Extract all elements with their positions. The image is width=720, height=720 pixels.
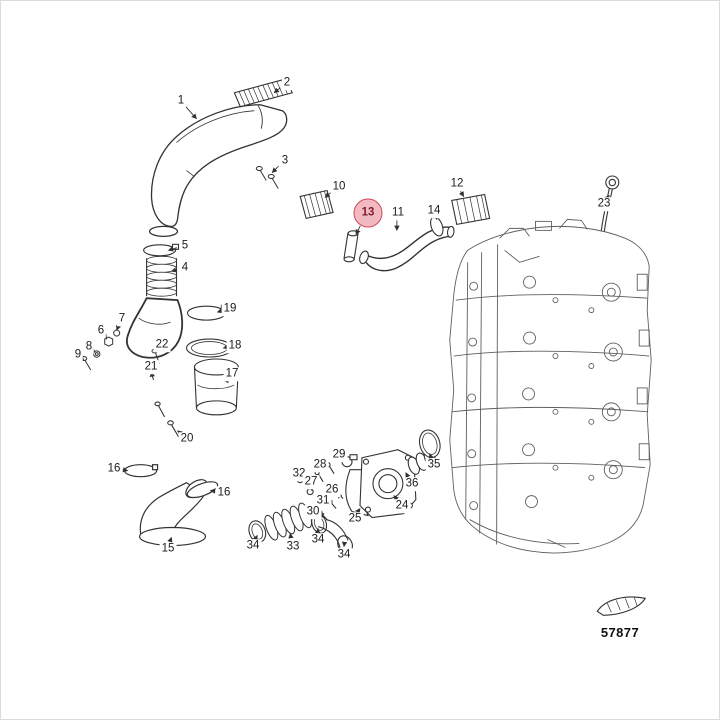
grille-screws-art — [255, 166, 279, 189]
callout-21[interactable]: 21 — [142, 360, 160, 374]
callout-25[interactable]: 25 — [346, 512, 364, 526]
air-duct-art — [148, 104, 288, 237]
leader-line-15 — [167, 536, 173, 543]
leader-line-19 — [216, 308, 223, 314]
callout-4[interactable]: 4 — [179, 261, 191, 275]
callout-10[interactable]: 10 — [330, 180, 348, 194]
callout-6[interactable]: 6 — [95, 324, 107, 338]
callout-16[interactable]: 16 — [105, 462, 123, 476]
callout-20[interactable]: 20 — [178, 432, 196, 446]
leader-line-16 — [121, 467, 129, 473]
callout-16[interactable]: 16 — [215, 486, 233, 500]
callout-14[interactable]: 14 — [425, 204, 443, 218]
leader-line-12 — [458, 190, 465, 198]
leader-line-34 — [252, 534, 258, 541]
callout-36[interactable]: 36 — [403, 477, 421, 491]
callout-17[interactable]: 17 — [223, 367, 241, 381]
callout-29[interactable]: 29 — [330, 448, 348, 462]
leader-line-13 — [355, 225, 361, 235]
callout-23[interactable]: 23 — [595, 197, 613, 211]
callout-9[interactable]: 9 — [72, 348, 84, 362]
callout-28[interactable]: 28 — [311, 458, 329, 472]
leader-line-14 — [432, 213, 438, 221]
intake-grille-art — [233, 78, 293, 108]
leader-line-36 — [405, 472, 411, 479]
brand-logo-art — [596, 596, 647, 616]
callout-12[interactable]: 12 — [448, 177, 466, 191]
leader-line-7 — [115, 324, 121, 331]
callout-22[interactable]: 22 — [153, 338, 171, 352]
leader-line-33 — [288, 532, 294, 539]
callout-1[interactable]: 1 — [175, 94, 187, 108]
leader-line-18 — [222, 344, 229, 350]
callout-5[interactable]: 5 — [179, 239, 191, 253]
callout-7[interactable]: 7 — [116, 312, 128, 326]
leader-line-4 — [170, 267, 178, 273]
callout-27[interactable]: 27 — [302, 475, 320, 489]
leader-line-1 — [185, 106, 197, 120]
callout-2[interactable]: 2 — [281, 76, 293, 90]
callout-34[interactable]: 34 — [335, 548, 353, 562]
callout-33[interactable]: 33 — [284, 540, 302, 554]
callout-8[interactable]: 8 — [83, 340, 95, 354]
callout-24[interactable]: 24 — [393, 499, 411, 513]
engine-block-art — [449, 218, 652, 554]
callout-26[interactable]: 26 — [323, 483, 341, 497]
callout-34[interactable]: 34 — [309, 533, 327, 547]
callout-31[interactable]: 31 — [314, 494, 332, 508]
callout-35[interactable]: 35 — [425, 458, 443, 472]
leader-line-25 — [355, 508, 361, 514]
callout-11[interactable]: 11 — [390, 206, 406, 220]
callout-30[interactable]: 30 — [304, 505, 322, 519]
leader-line-5 — [167, 246, 178, 252]
callout-34[interactable]: 34 — [244, 539, 262, 553]
leader-line-2 — [273, 87, 281, 94]
callout-13-highlighted[interactable]: 13 — [353, 198, 383, 228]
drawing-number: 57877 — [600, 625, 640, 640]
leader-line-23 — [604, 194, 610, 201]
callout-15[interactable]: 15 — [159, 542, 177, 556]
leader-line-24 — [393, 495, 399, 501]
callout-3[interactable]: 3 — [279, 154, 291, 168]
callout-19[interactable]: 19 — [221, 302, 239, 316]
leader-line-35 — [428, 453, 434, 460]
callout-18[interactable]: 18 — [226, 339, 244, 353]
leader-line-3 — [271, 165, 279, 173]
